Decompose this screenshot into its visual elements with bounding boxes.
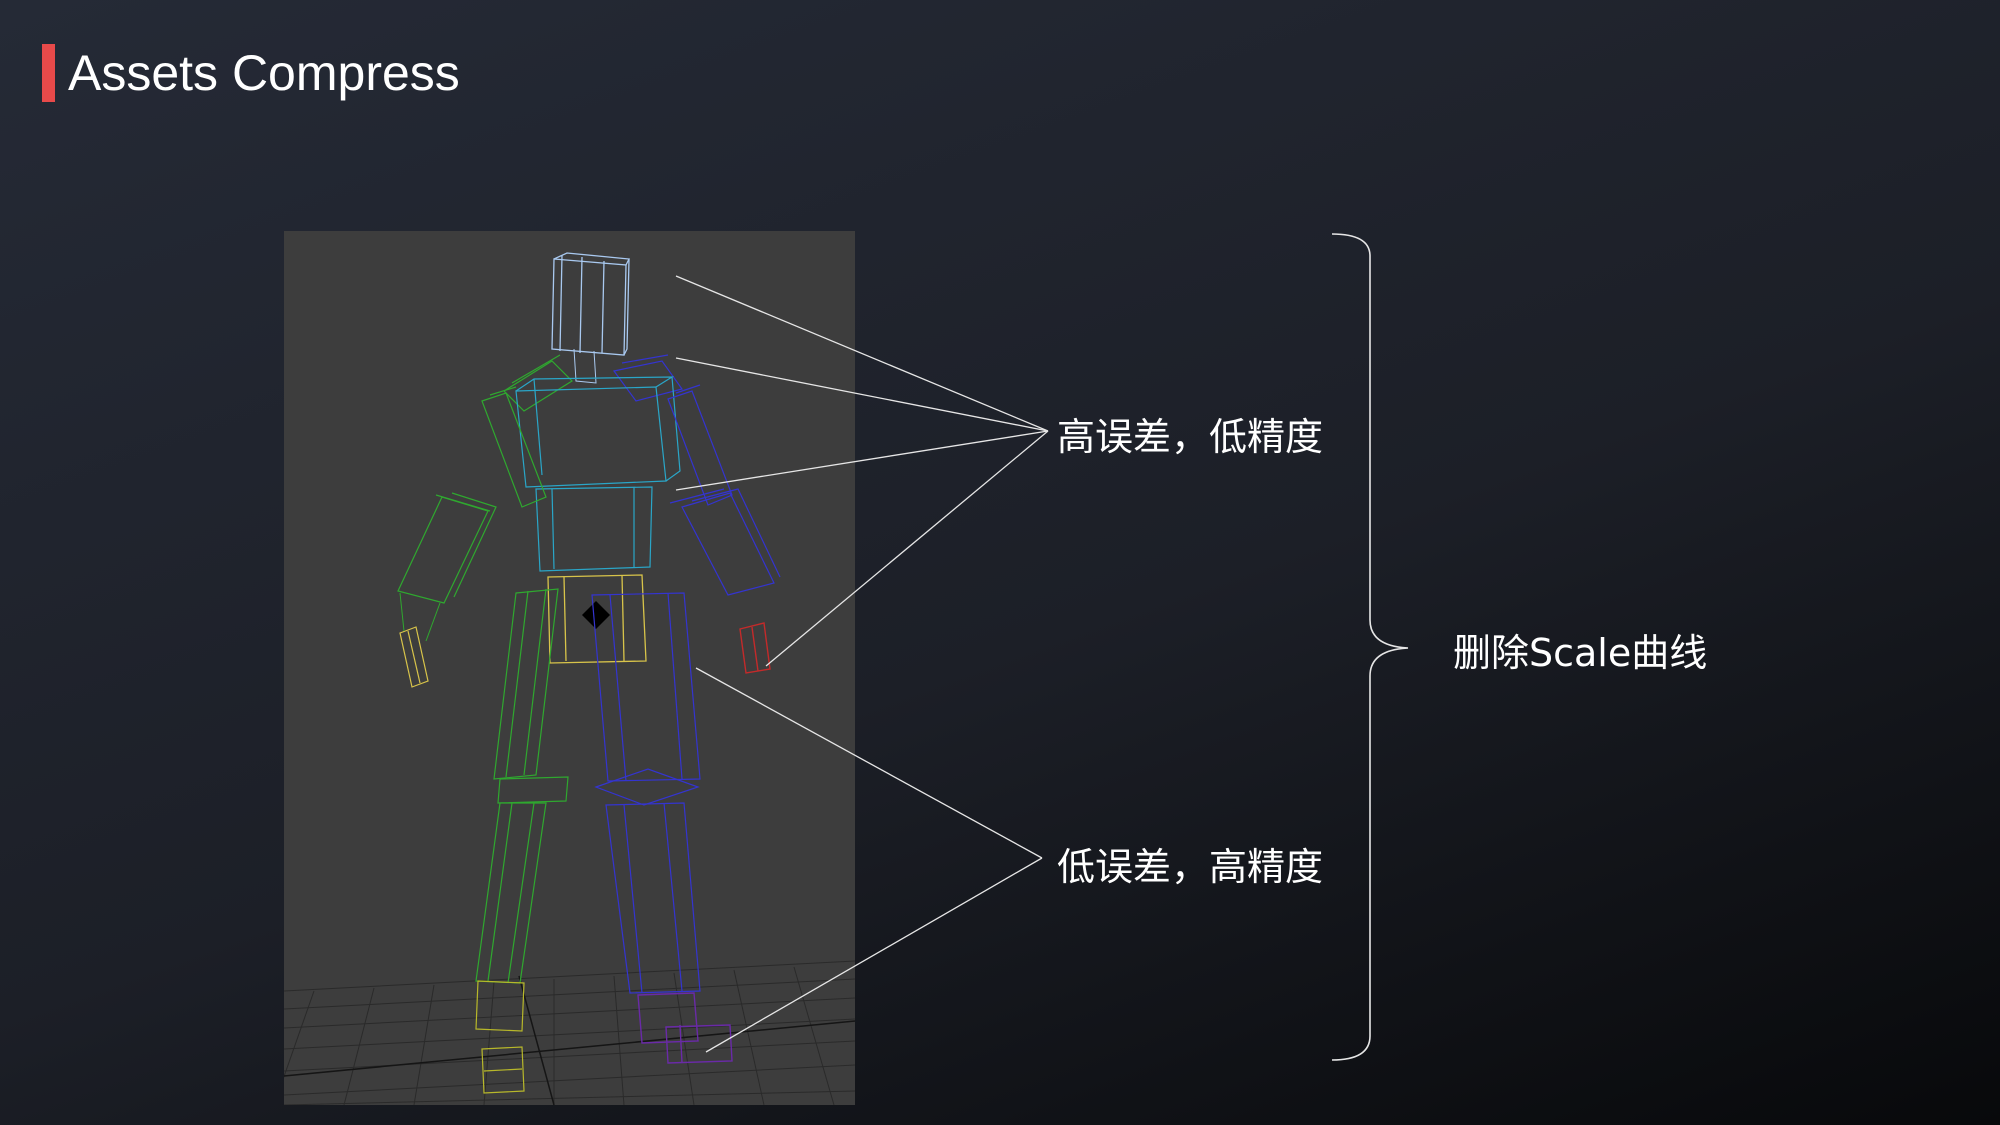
bone-thigh-left [493, 588, 559, 780]
bone-chest [515, 376, 681, 488]
slide-title: Assets Compress [68, 45, 460, 101]
bone-neck [573, 348, 597, 384]
remove-scale-curve-label: 删除Scale曲线 [1453, 631, 1708, 675]
bone-upperarm-left [435, 386, 547, 512]
bone-clavicle-left [503, 354, 573, 412]
title-accent-bar [42, 44, 55, 102]
curly-brace [1331, 233, 1409, 1061]
bone-forearm-right [681, 488, 781, 596]
bone-foot-left [475, 980, 525, 1094]
skeleton-wireframe-icon [284, 252, 855, 1105]
skeleton-viewport[interactable] [284, 231, 855, 1105]
bone-calf-left [475, 776, 569, 984]
pivot-gizmo [582, 601, 610, 629]
bone-pelvis [547, 574, 647, 664]
bone-hand-right [739, 622, 771, 674]
bone-hand-left [399, 626, 429, 688]
bone-head [551, 252, 631, 356]
high-error-label: 高误差，低精度 [1057, 415, 1324, 459]
bone-calf-right [594, 768, 701, 994]
bone-forearm-left [397, 492, 497, 604]
bone-spine [535, 486, 653, 572]
bone-thigh-right [591, 592, 701, 782]
floor-grid [284, 960, 855, 1105]
low-error-label: 低误差，高精度 [1057, 845, 1324, 889]
